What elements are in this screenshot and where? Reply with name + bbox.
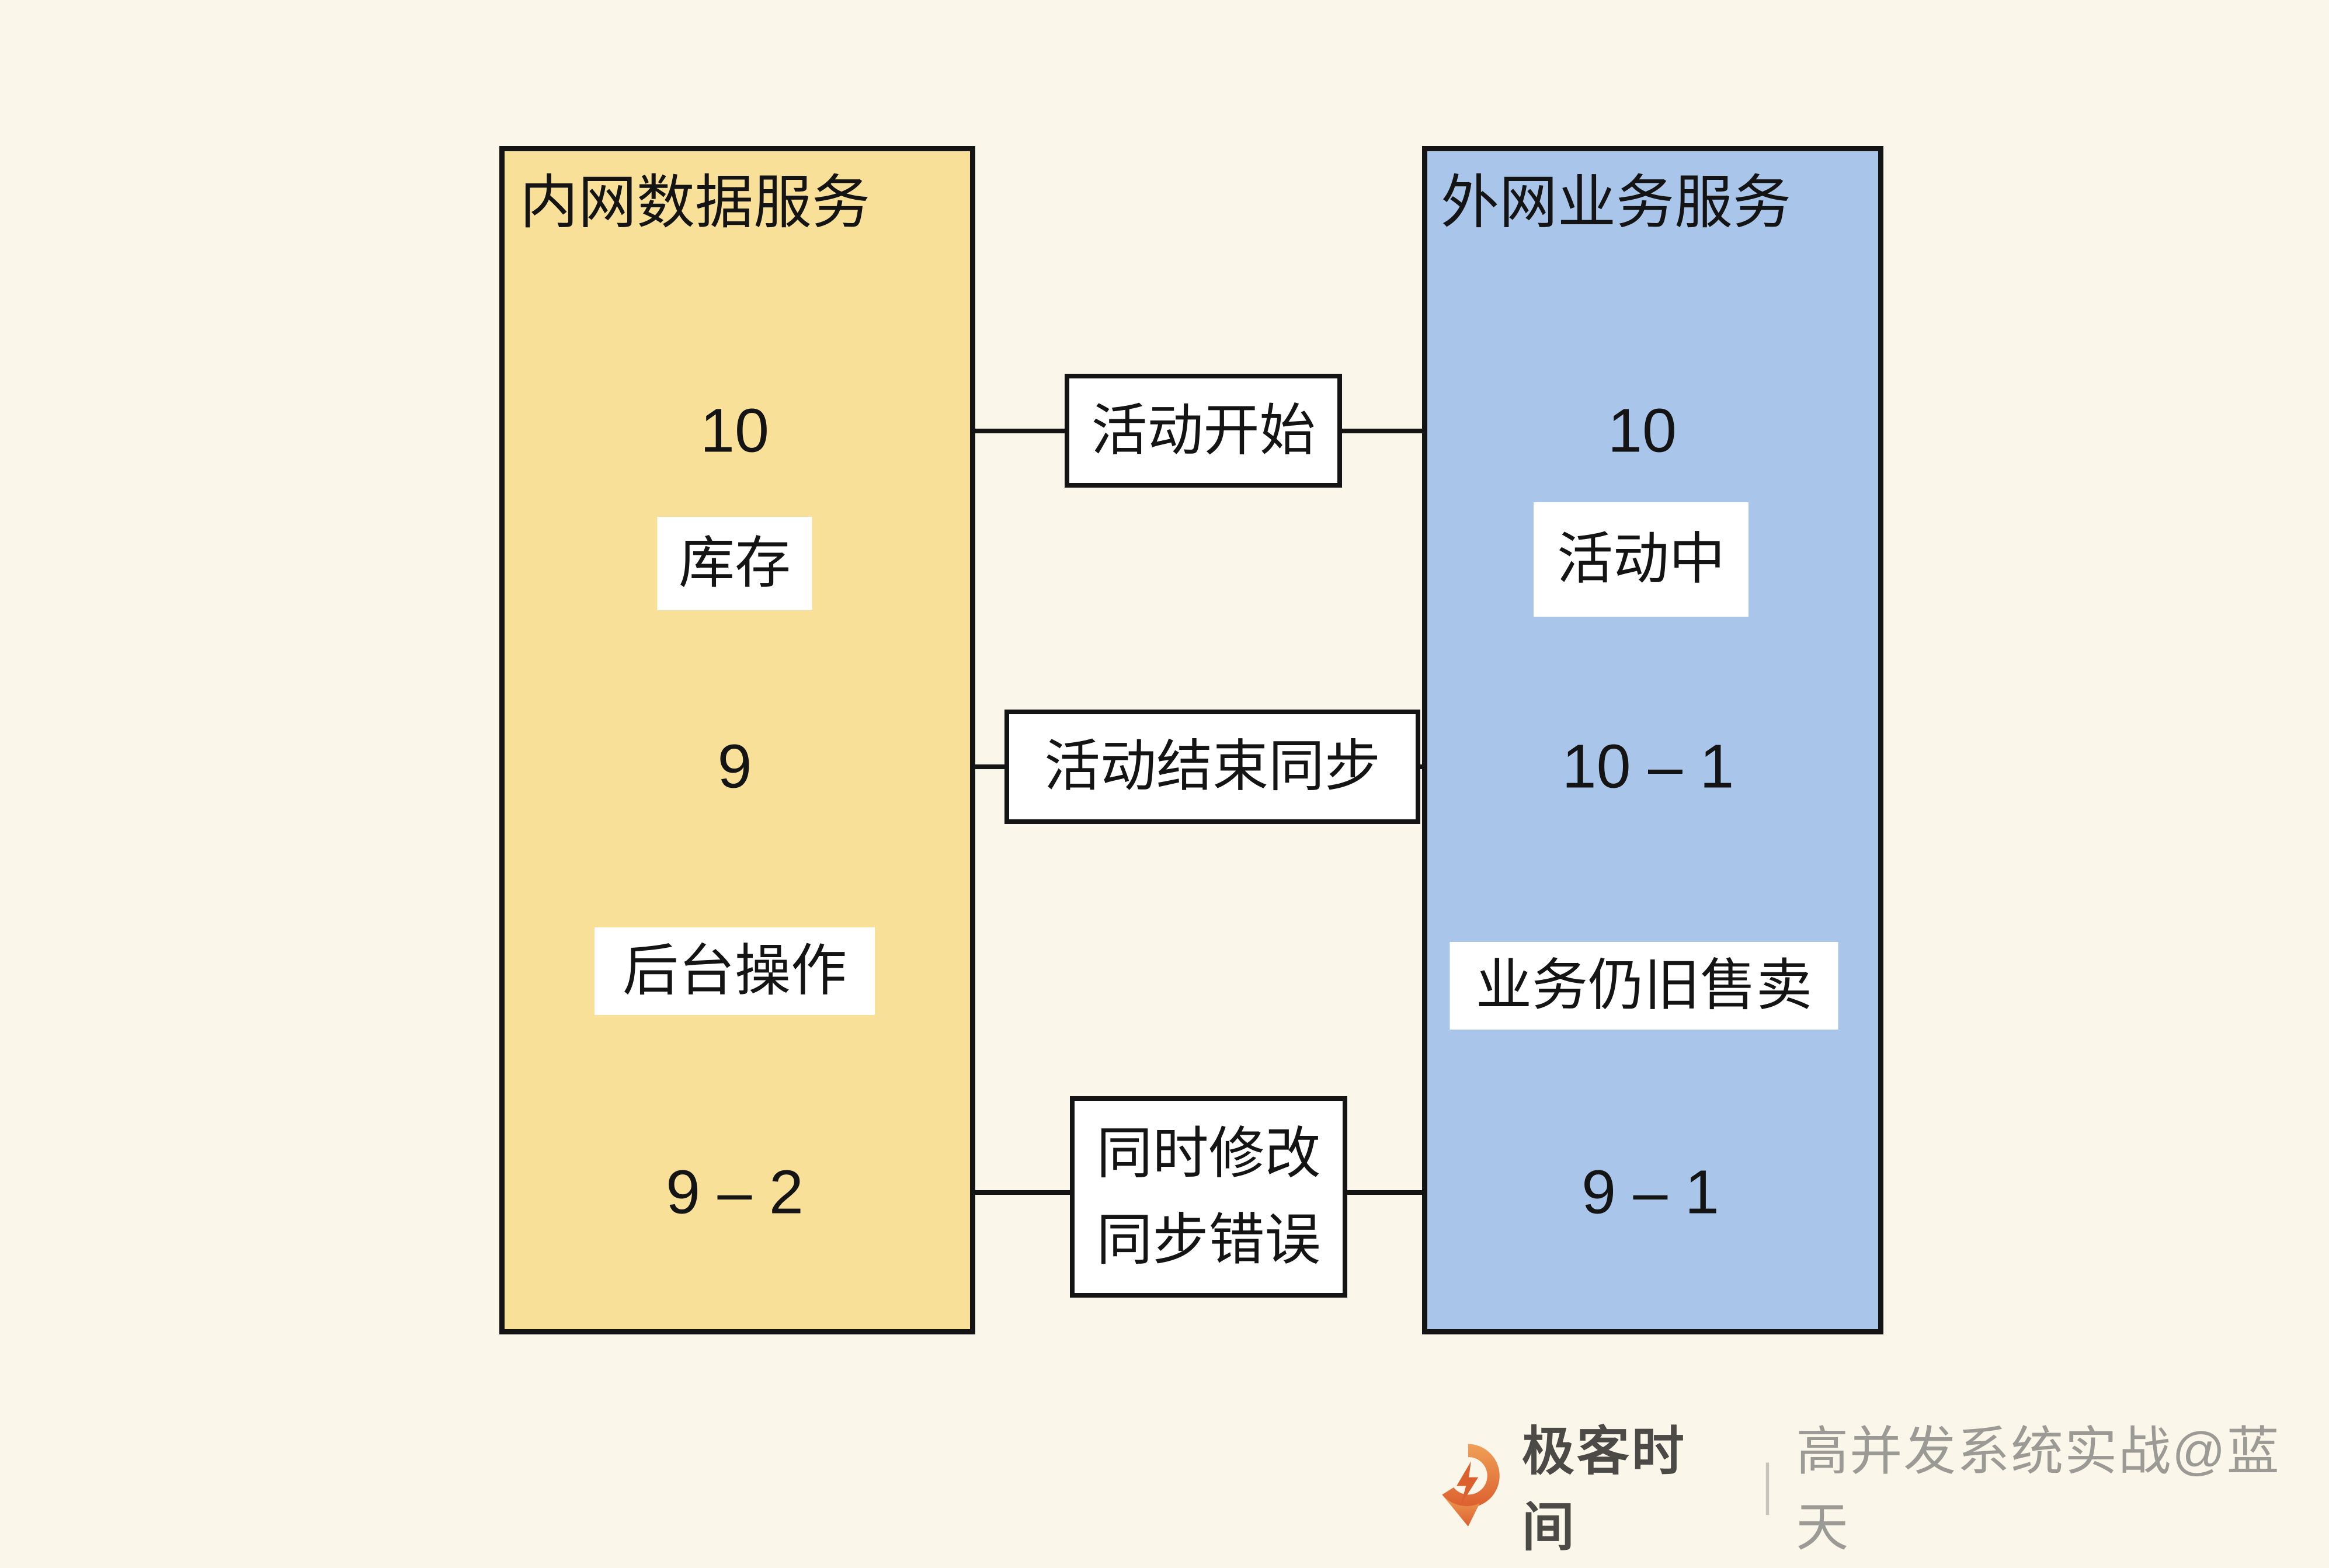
internal-stock-final-value: 9 – 2 bbox=[666, 1157, 804, 1227]
external-stock-final-value: 9 – 1 bbox=[1581, 1157, 1719, 1227]
external-stock-during-value: 10 – 1 bbox=[1562, 732, 1734, 801]
panel-title-internal: 内网数据服务 bbox=[520, 170, 870, 235]
edge-label-activity-start: 活动开始 bbox=[1065, 374, 1342, 488]
panel-title-external: 外网业务服务 bbox=[1441, 170, 1791, 235]
geektime-logo-icon bbox=[1442, 1444, 1500, 1527]
internal-stock-after-sync-value: 9 bbox=[717, 732, 752, 801]
footer-credit-text: 高并发系统实战@蓝天 bbox=[1796, 1423, 2281, 1557]
edge-label-activity-end-sync: 活动结束同步 bbox=[1004, 710, 1420, 824]
edge-label-activity-start-text: 活动开始 bbox=[1091, 399, 1316, 462]
in-activity-label: 活动中 bbox=[1534, 502, 1749, 617]
edge-label-concurrent-modify-text: 同时修改 bbox=[1096, 1122, 1321, 1185]
backend-operation-label: 后台操作 bbox=[595, 927, 875, 1015]
footer-divider: | bbox=[1763, 1453, 1773, 1515]
edge-label-concurrent-sync-error: 同时修改 同步错误 bbox=[1070, 1096, 1347, 1298]
panel-external-business-service bbox=[1422, 146, 1883, 1334]
footer-credit: 极客时间 | 高并发系统实战@蓝天 bbox=[1432, 1423, 2329, 1557]
external-stock-start-value: 10 bbox=[1608, 396, 1677, 465]
panel-internal-data-service bbox=[499, 146, 975, 1334]
inventory-label: 库存 bbox=[657, 517, 812, 610]
edge-label-sync-error-text: 同步错误 bbox=[1096, 1208, 1321, 1271]
internal-stock-start-value: 10 bbox=[700, 396, 769, 465]
edge-label-activity-end-sync-text: 活动结束同步 bbox=[1044, 735, 1381, 798]
still-selling-label: 业务仍旧售卖 bbox=[1449, 942, 1838, 1030]
footer-brand-text: 极客时间 bbox=[1521, 1423, 1687, 1557]
